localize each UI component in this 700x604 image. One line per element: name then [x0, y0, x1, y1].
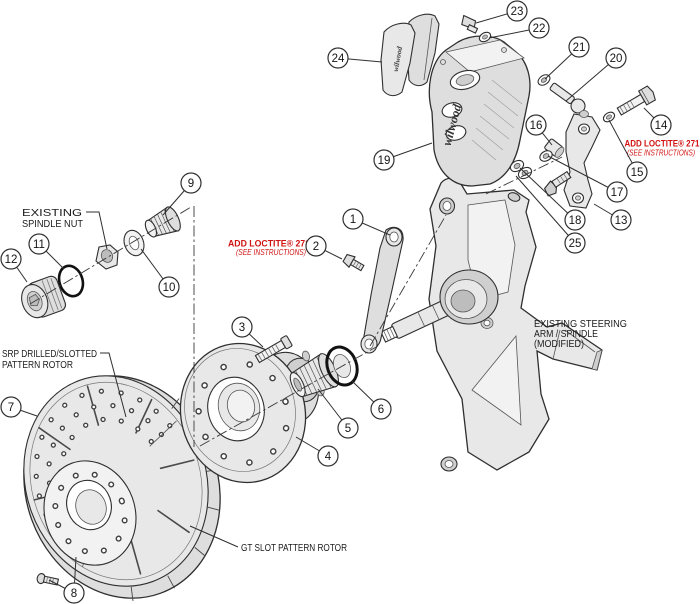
steering-label-line3: (MODIFIED)	[534, 339, 584, 350]
callout-number-11: 11	[33, 239, 45, 251]
callout-number-8: 8	[71, 588, 77, 600]
callout-number-18: 18	[569, 215, 582, 227]
callout-number-10: 10	[163, 282, 176, 294]
spindle-washer	[123, 229, 145, 257]
callout-18: 18	[564, 209, 586, 231]
srp-rotor-label-line2: PATTERN ROTOR	[2, 360, 73, 371]
caliper-bracket	[563, 113, 601, 209]
callout-4: 4	[317, 445, 339, 467]
brake-pads: wilwood	[380, 13, 440, 97]
outer-bearing	[144, 206, 181, 238]
wheel-stud	[254, 335, 293, 364]
callout-number-5: 5	[345, 423, 351, 435]
callout-25: 25	[564, 232, 586, 254]
hub-bolt-holes	[195, 360, 291, 466]
pad-logo-text: wilwood	[391, 46, 404, 73]
rotor-hat-holes	[52, 470, 128, 556]
brace-bolt	[342, 253, 365, 272]
rotor	[23, 375, 221, 602]
loctite-right-line2: (SEE INSTRUCTIONS)	[627, 149, 695, 158]
callout-leader-20	[565, 57, 617, 102]
steering-label-line2: ARM / SPINDLE	[534, 329, 598, 340]
gt-rotor-leader	[189, 525, 239, 548]
callout-16: 16	[525, 114, 547, 136]
callout-number-24: 24	[332, 53, 345, 65]
callout-9: 9	[180, 172, 202, 194]
callout-number-12: 12	[5, 254, 18, 266]
caliper: wilwood	[428, 35, 531, 187]
callout-11: 11	[28, 233, 50, 255]
callout-number-2: 2	[313, 241, 319, 253]
spindle-nut-label-line2: SPINDLE NUT	[22, 219, 83, 230]
callout-5: 5	[337, 417, 359, 439]
callout-15: 15	[626, 161, 648, 183]
callout-8: 8	[63, 582, 85, 604]
mount-bolt-washer	[602, 111, 616, 123]
pad-bolt	[461, 14, 479, 34]
steering-label-line1: EXISTING STEERING	[534, 319, 627, 330]
mount-bolt	[616, 85, 656, 116]
callout-21: 21	[568, 36, 590, 58]
callout-number-17: 17	[611, 187, 624, 199]
spindle-nut	[95, 244, 119, 270]
loctite-left-line2: (SEE INSTRUCTIONS)	[236, 248, 306, 257]
labels: EXISTING SPINDLE NUT SRP DRILLED/SLOTTED…	[2, 139, 700, 555]
callout-leader-18	[519, 167, 576, 221]
callout-leader-17	[547, 155, 618, 193]
srp-rotor-leader	[100, 352, 127, 418]
callout-number-23: 23	[511, 6, 524, 18]
callout-number-6: 6	[378, 404, 384, 416]
callout-number-16: 16	[530, 120, 543, 132]
loctite-right-line1: ADD LOCTITE® 271	[625, 139, 700, 150]
callout-number-4: 4	[325, 451, 332, 463]
callout-6: 6	[370, 398, 392, 420]
callout-number-25: 25	[569, 238, 582, 250]
srp-rotor-label-line1: SRP DRILLED/SLOTTED	[2, 349, 97, 360]
callout-number-14: 14	[655, 120, 668, 132]
gt-rotor-label: GT SLOT PATTERN ROTOR	[241, 543, 347, 554]
callout-17: 17	[606, 181, 628, 203]
callouts-layer: 1234567891011121314151617181920212223242…	[0, 0, 672, 604]
rotor-screw	[36, 573, 60, 586]
callout-23: 23	[506, 0, 528, 22]
callout-7: 7	[0, 396, 22, 418]
callout-13: 13	[610, 209, 632, 231]
callout-1: 1	[342, 208, 364, 230]
guide-pin	[549, 82, 589, 118]
callout-14: 14	[650, 114, 672, 136]
o-ring	[57, 264, 85, 298]
callout-22: 22	[528, 17, 550, 39]
callout-number-15: 15	[631, 167, 644, 179]
spindle-nut-label-line1: EXISTING	[22, 208, 82, 219]
callout-number-22: 22	[533, 23, 546, 35]
callout-number-20: 20	[610, 53, 623, 65]
callout-number-3: 3	[239, 322, 245, 334]
loctite-left-line1: ADD LOCTITE® 271	[228, 239, 311, 250]
callout-19: 19	[373, 149, 395, 171]
callout-24: 24	[327, 47, 349, 69]
spindle-boss	[439, 269, 499, 325]
callout-10: 10	[158, 276, 180, 298]
callout-12: 12	[0, 248, 22, 270]
callout-2: 2	[305, 235, 327, 257]
arm-brace	[360, 226, 404, 354]
callout-number-21: 21	[573, 42, 586, 54]
callout-20: 20	[605, 47, 627, 69]
centerlines	[29, 156, 563, 447]
callout-leader-25	[515, 175, 576, 244]
spindle-axle	[380, 298, 456, 343]
callout-number-1: 1	[350, 214, 356, 226]
callout-number-9: 9	[188, 178, 194, 190]
callout-3: 3	[231, 316, 253, 338]
callout-number-13: 13	[615, 215, 628, 227]
callout-number-19: 19	[378, 155, 391, 167]
callout-number-7: 7	[8, 402, 14, 414]
pad-bolt-washer	[478, 31, 492, 43]
washer-17	[539, 150, 553, 162]
spindle-nut-leader	[86, 211, 108, 250]
hub	[179, 342, 325, 484]
